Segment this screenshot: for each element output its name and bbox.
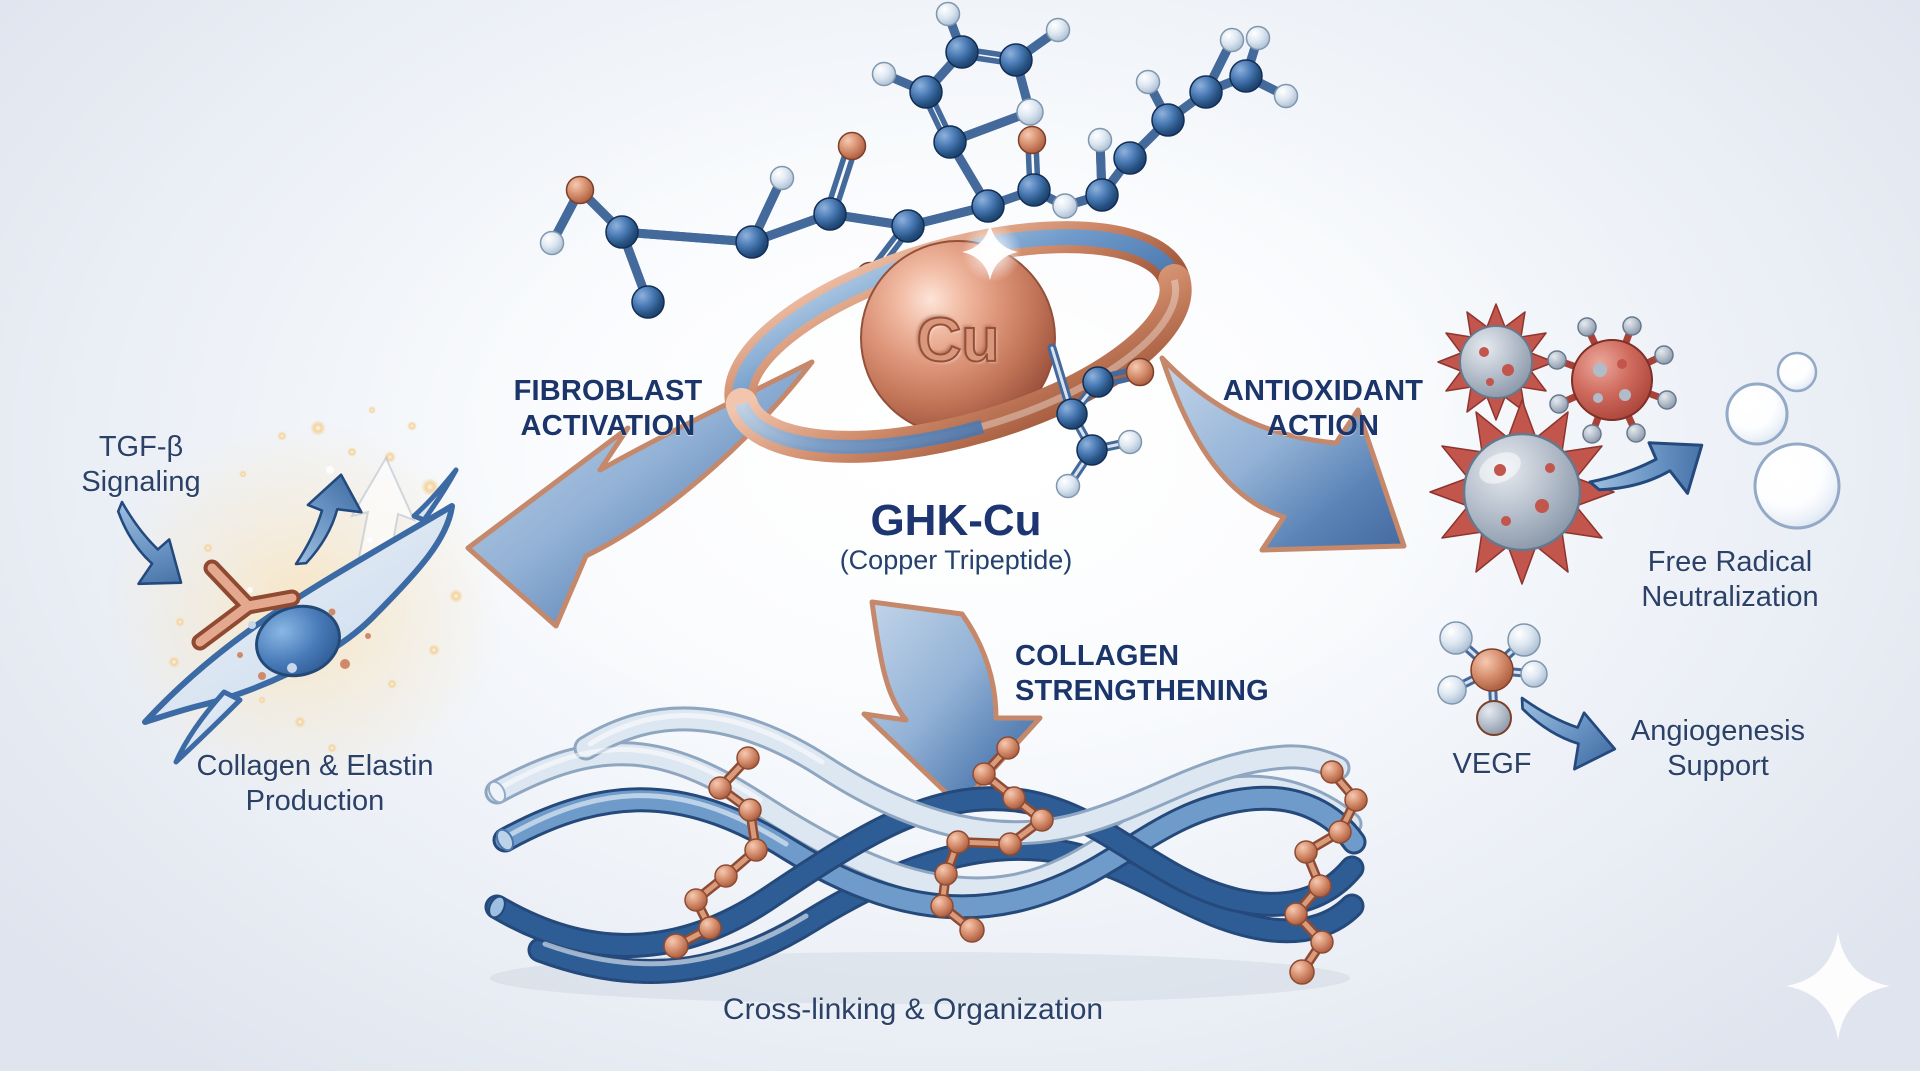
ghk-title: GHK-Cu (Copper Tripeptide) (840, 498, 1073, 576)
collagen-strengthening-label: COLLAGEN STRENGTHENING (1015, 640, 1269, 707)
cu-sphere-icon (860, 222, 1056, 436)
vegf-molecule-icon (1437, 621, 1548, 736)
angiogenesis-label: Angiogenesis Support (1630, 715, 1806, 782)
ghk-name: GHK-Cu (870, 496, 1042, 545)
vegf-label: VEGF (1452, 748, 1532, 780)
ghk-subtitle: (Copper Tripeptide) (839, 545, 1073, 575)
cell-nucleus (255, 604, 341, 678)
free-radical-label: Free Radical Neutralization (1641, 546, 1819, 613)
neutralization-arrow (1588, 403, 1719, 537)
cu-sphere-symbol: Cu (916, 305, 1001, 376)
ghk-side-chain-icon (1047, 343, 1155, 499)
vegf-arrow (1520, 691, 1618, 774)
crosslinking-caption: Cross-linking & Organization (722, 993, 1104, 1026)
fibroblast-activation-label: FIBROBLAST ACTIVATION (513, 375, 703, 442)
collagen-elastin-label: Collagen & Elastin Production (196, 750, 434, 817)
fibroblast-cell-icon (142, 467, 459, 765)
sparkle-icon (1786, 932, 1890, 1040)
free-radical-virus-icon (1547, 316, 1677, 444)
free-radical-large-icon (1429, 399, 1615, 585)
free-radical-spiky-icon (1437, 303, 1555, 421)
sparkle-highlight-icon (962, 224, 1018, 280)
copper-ring-front (725, 263, 1192, 463)
antioxidant-action-arrow (1159, 355, 1407, 553)
neutralized-bubbles-icon (1725, 351, 1841, 530)
tgf-receptor-icon (191, 559, 301, 651)
tgf-signaling-label: TGF-β Signaling (81, 431, 201, 498)
antioxidant-action-label: ANTIOXIDANT ACTION (1222, 375, 1424, 442)
copper-crosslink-chain (663, 736, 1368, 985)
